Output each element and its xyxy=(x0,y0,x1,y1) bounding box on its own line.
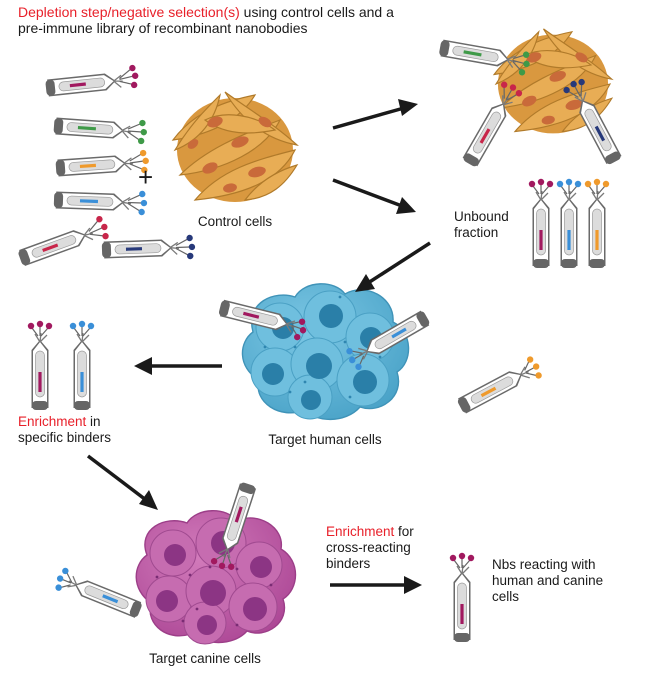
phage-icon xyxy=(101,234,196,260)
phage-icon xyxy=(54,149,149,178)
phage-icon xyxy=(217,298,307,341)
phage-icon xyxy=(346,308,432,370)
phage-icon xyxy=(52,116,147,145)
unbound-line1: Unbound xyxy=(454,209,509,224)
target-canine-label: Target canine cells xyxy=(149,651,261,666)
phage-icon xyxy=(210,480,258,570)
phage-icon xyxy=(449,552,475,643)
enrich1-line2: specific binders xyxy=(18,430,112,445)
nbs-line2: human and canine xyxy=(492,573,604,588)
arrow-icon xyxy=(332,178,416,214)
library-phages xyxy=(16,64,196,268)
enrich2-highlight: Enrichment xyxy=(326,524,395,539)
phage-icon xyxy=(455,356,542,416)
enrich2-line2: cross-reacting xyxy=(326,540,411,555)
header-line1-rest: using control cells and a xyxy=(239,4,394,20)
nbs-line1: Nbs reacting with xyxy=(492,557,596,572)
phage-icon xyxy=(460,81,523,169)
header-line2: pre-immune library of recombinant nanobo… xyxy=(18,20,308,36)
enrich2-line3: binders xyxy=(326,556,371,571)
arrow-icon xyxy=(86,454,158,510)
enrich1-rest: in xyxy=(86,414,101,429)
enrichment-specific-label: Enrichment in specific binders xyxy=(18,414,111,446)
phage-icon xyxy=(53,190,148,216)
phage-icon xyxy=(556,178,582,269)
phage-icon xyxy=(27,320,53,411)
phage-icon xyxy=(55,567,144,620)
arrow-icon xyxy=(330,576,422,594)
control-cells-icon xyxy=(171,91,299,202)
arrow-icon xyxy=(134,357,222,375)
canine-cells-icon xyxy=(135,510,297,645)
phage-icon xyxy=(16,215,109,268)
enriched-phages xyxy=(27,320,95,411)
unbound-fraction-label: Unbound fraction xyxy=(454,209,509,241)
unbound-phages xyxy=(528,178,610,269)
phage-icon xyxy=(584,178,610,269)
arrow-icon xyxy=(355,241,431,292)
arrow-icon xyxy=(332,99,418,130)
nbs-reacting-label: Nbs reacting with human and canine cells xyxy=(492,557,603,605)
phage-icon xyxy=(563,78,624,167)
phage-icon xyxy=(44,64,139,98)
enrichment-cross-label: Enrichment for cross-reacting binders xyxy=(326,524,414,572)
enrich2-rest: for xyxy=(394,524,414,539)
plus-sign: + xyxy=(138,162,153,192)
enrich1-highlight: Enrichment xyxy=(18,414,87,429)
phage-icon xyxy=(437,38,530,76)
nbs-line3: cells xyxy=(492,589,520,604)
phage-icon xyxy=(69,320,95,411)
unbound-line2: fraction xyxy=(454,225,499,240)
control-cells-label: Control cells xyxy=(197,214,273,229)
target-human-label: Target human cells xyxy=(268,432,382,447)
header-text: Depletion step/negative selection(s) usi… xyxy=(18,4,394,36)
arrows xyxy=(86,99,431,594)
header-highlight: Depletion step/negative selection(s) xyxy=(18,4,240,20)
phage-icon xyxy=(528,178,554,269)
